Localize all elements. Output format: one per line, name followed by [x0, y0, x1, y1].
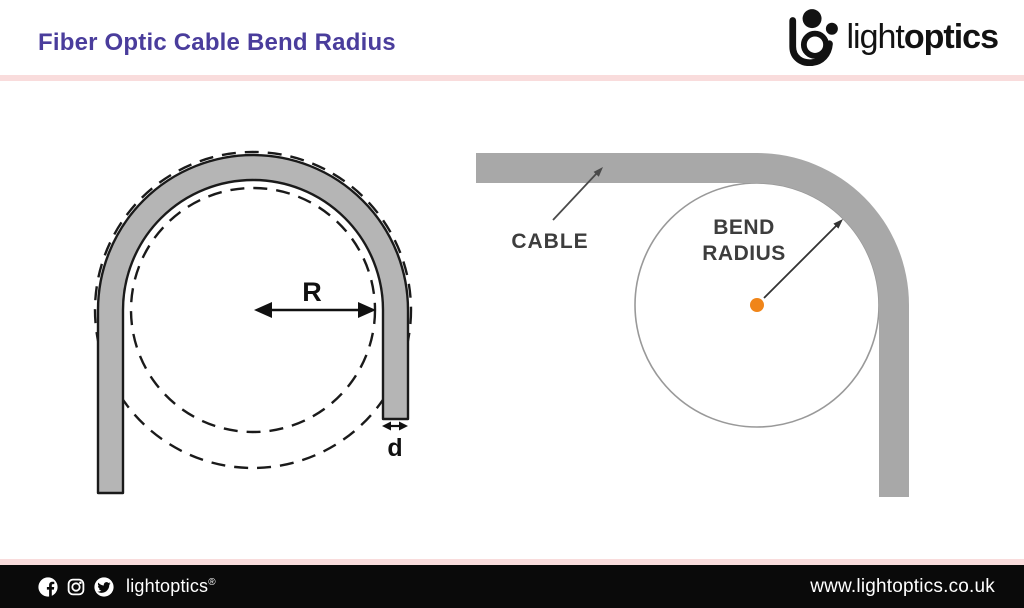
twitter-icon[interactable] [94, 576, 114, 597]
bend-radius-arrow [763, 219, 843, 299]
lightoptics-logo-icon [788, 9, 838, 66]
footer-brand: lightoptics® [126, 576, 216, 597]
logo-wordmark: lightoptics [846, 17, 1000, 57]
radius-label: R [302, 277, 322, 307]
page-title: Fiber Optic Cable Bend Radius [38, 29, 396, 56]
registered-mark: ® [208, 577, 216, 588]
logo-word-optics: optics [903, 17, 999, 56]
diameter-label: d [387, 434, 402, 462]
cable-pointer-arrow [552, 167, 603, 221]
facebook-icon[interactable] [38, 576, 58, 597]
diagram-cable-bend: CABLE BEND RADIUS [476, 153, 909, 497]
radius-arrow [254, 302, 376, 318]
footer-bar: lightoptics® www.lightoptics.co.uk [0, 565, 1024, 608]
social-icons [38, 576, 114, 597]
instagram-icon[interactable] [66, 577, 86, 597]
bend-radius-label-line1: BEND [713, 216, 775, 239]
bend-radius-label-line2: RADIUS [702, 242, 786, 265]
diameter-arrow [382, 421, 408, 431]
bent-cable-shape [476, 153, 909, 497]
center-dot [750, 298, 764, 312]
cable-label: CABLE [511, 230, 588, 253]
pink-divider-top [0, 75, 1024, 81]
looped-cable-shape [96, 153, 410, 495]
brand-logo: lightoptics [785, 6, 999, 68]
dashed-circle-outer [93, 150, 413, 470]
diagram-cable-loop: R d [93, 150, 413, 495]
pink-divider-bottom [0, 559, 1024, 565]
footer-brand-name: lightoptics [126, 576, 209, 596]
diagram-area: R d CABLE BEND [0, 81, 1024, 559]
footer-website-link[interactable]: www.lightoptics.co.uk [810, 575, 995, 597]
logo-word-light: light [846, 17, 905, 56]
header: Fiber Optic Cable Bend Radius lightoptic… [0, 0, 1024, 75]
bend-radius-diagrams: R d CABLE BEND [93, 150, 909, 497]
